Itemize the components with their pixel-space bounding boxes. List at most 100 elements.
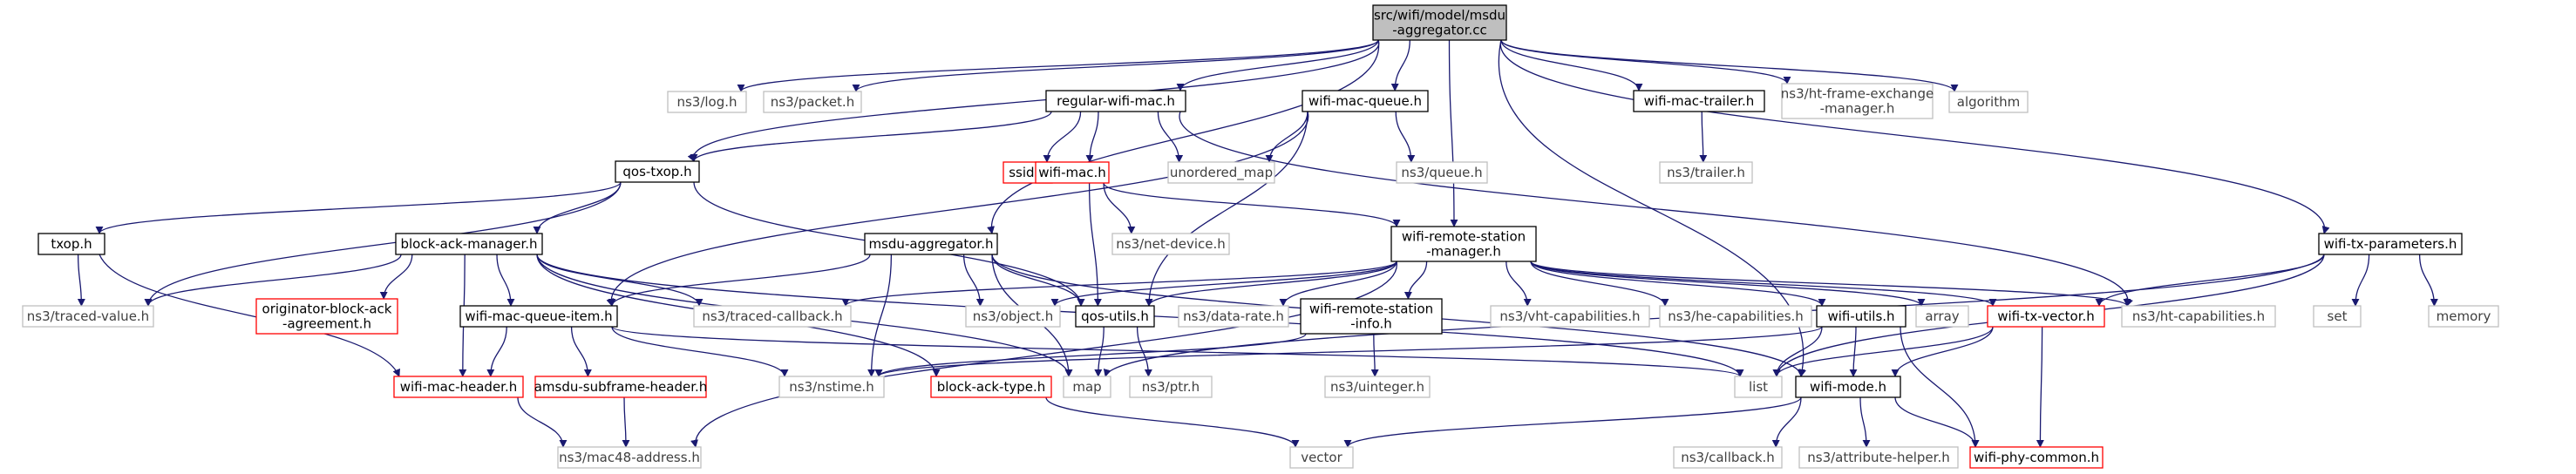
node-box: [1289, 446, 1354, 469]
node-layer: src/wifi/model/msdu-aggregator.cc ns3/log…: [22, 4, 2499, 469]
edge-wifi_utils-to-wifi_phy_common: [1900, 326, 1980, 448]
edge-wifi_mac_queue_item-to-list: [611, 326, 1744, 377]
node-wifi-remote-station-info[interactable]: wifi-remote-station-info.h: [1300, 298, 1443, 335]
node-box: [1111, 233, 1230, 255]
node-traced-callback: ns3/traced-callback.h: [693, 305, 852, 328]
node-regular-wifi-mac[interactable]: regular-wifi-mac.h: [1045, 90, 1186, 112]
node-label: ns3/traced-callback.h: [702, 308, 842, 324]
node-wifi-mac-queue[interactable]: wifi-mac-queue.h: [1302, 90, 1429, 112]
node-label: msdu-aggregator.h: [868, 236, 993, 252]
node-box: [1915, 305, 1969, 328]
node-box: [1178, 305, 1289, 328]
node-box: [1302, 90, 1429, 112]
node-box: [1063, 376, 1111, 398]
edge-root-to-wifi_tx_parameters: [1500, 39, 2330, 234]
node-amsdu-subframe-header: amsdu-subframe-header.h: [534, 376, 707, 398]
node-label: ns3/data-rate.h: [1183, 308, 1284, 324]
edge-wifi_mac_queue-to-queue: [1395, 111, 1416, 163]
edge-regular_wifi_mac-to-unordered_map: [1157, 111, 1184, 163]
edge-block_ack_type-to-vector: [1045, 396, 1300, 448]
edge-block_ack_manager-to-traced_value: [144, 254, 402, 307]
node-wifi-tx-vector: wifi-tx-vector.h: [1987, 305, 2105, 328]
edge-root-to-wifi_mac_queue: [1390, 39, 1410, 91]
edge-wifi_mac_header-to-mac48_address: [517, 396, 568, 448]
node-box: [930, 376, 1052, 398]
edge-layer: [77, 39, 2438, 448]
node-label: -manager.h: [1426, 244, 1501, 260]
node-label: memory: [2437, 308, 2491, 324]
node-mac48-address: ns3/mac48-address.h: [557, 446, 702, 469]
edge-msdu_aggregator-to-wifi_mac_queue_item: [608, 254, 871, 307]
node-wifi-mode[interactable]: wifi-mode.h: [1795, 376, 1901, 398]
node-memory: memory: [2428, 305, 2499, 328]
edge-wifi_mac_queue_item-to-amsdu_subframe_header: [570, 326, 592, 377]
node-ptr: ns3/ptr.h: [1129, 376, 1213, 398]
node-label: wifi-mac-trailer.h: [1644, 93, 1755, 109]
node-box: [22, 305, 154, 328]
edge-regular_wifi_mac-to-wifi_mac: [1085, 111, 1099, 163]
edge-wifi_mac_queue-to-qos_utils: [1145, 111, 1308, 307]
node-box: [1167, 161, 1275, 184]
node-wifi-phy-common: wifi-phy-common.h: [1969, 446, 2104, 469]
node-msdu-aggregator[interactable]: msdu-aggregator.h: [864, 233, 998, 255]
node-box: [1633, 90, 1765, 112]
node-label: wifi-mac-header.h: [400, 379, 518, 395]
node-label: ns3/ptr.h: [1142, 379, 1200, 395]
node-wifi-utils[interactable]: wifi-utils.h: [1816, 305, 1907, 328]
edge-wifi_remote_station_manager-to-wifi_utils: [1530, 261, 1826, 307]
edge-wifi_remote_station_manager-to-mac48_address: [690, 261, 1397, 448]
edge-root-to-msdu_aggregator: [987, 39, 1379, 234]
edge-block_ack_manager-to-originator: [379, 254, 413, 300]
node-label: vector: [1301, 450, 1342, 465]
edge-root-to-algorithm: [1500, 39, 1959, 92]
node-label: ns3/log.h: [676, 94, 737, 110]
edge-regular_wifi_mac-to-ssid: [1043, 111, 1082, 163]
node-box: [693, 305, 852, 328]
node-label: list: [1749, 379, 1768, 395]
edge-wifi_remote_station_manager-to-traced_callback: [841, 261, 1397, 307]
node-box: [37, 233, 105, 255]
node-queue: ns3/queue.h: [1396, 161, 1488, 184]
node-label: ns3/nstime.h: [789, 379, 873, 395]
node-qos-utils[interactable]: qos-utils.h: [1075, 305, 1155, 328]
edge-wifi_mac-to-net_device: [1103, 182, 1136, 234]
edge-qos_utils-to-ptr: [1136, 326, 1152, 377]
node-wifi-tx-parameters[interactable]: wifi-tx-parameters.h: [2318, 233, 2463, 255]
node-box: [615, 160, 700, 183]
node-nstime: ns3/nstime.h: [778, 376, 885, 398]
node-block-ack-manager[interactable]: block-ack-manager.h: [395, 233, 543, 255]
node-array: array: [1915, 305, 1969, 328]
node-box: [1816, 305, 1907, 328]
edge-wifi_remote_station_manager-to-vht_capabilities: [1505, 261, 1532, 307]
node-txop[interactable]: txop.h: [37, 233, 105, 255]
node-box: [1734, 376, 1783, 398]
node-box: [395, 233, 543, 255]
node-box: [1659, 161, 1753, 184]
node-label: ns3/uinteger.h: [1330, 379, 1424, 395]
node-uinteger: ns3/uinteger.h: [1324, 376, 1431, 398]
node-wifi-mac-queue-item[interactable]: wifi-mac-queue-item.h: [459, 305, 618, 328]
node-label: wifi-remote-station: [1309, 301, 1433, 317]
edge-wifi_remote_station_info-to-nstime: [874, 333, 1307, 377]
node-label: ns3/attribute-helper.h: [1807, 450, 1949, 465]
edge-root-to-qos_txop: [687, 39, 1379, 162]
node-list: list: [1734, 376, 1783, 398]
edge-msdu_aggregator-to-object: [962, 254, 984, 307]
node-trailer: ns3/trailer.h: [1659, 161, 1753, 184]
edge-wifi_remote_station_manager-to-array: [1530, 261, 1926, 307]
node-box: [1987, 305, 2105, 328]
node-wifi-remote-station-manager[interactable]: wifi-remote-station-manager.h: [1390, 226, 1537, 262]
node-root[interactable]: src/wifi/model/msdu-aggregator.cc: [1372, 4, 1507, 41]
node-unordered-map: unordered_map: [1167, 161, 1275, 184]
node-object: ns3/object.h: [965, 305, 1061, 328]
edge-wifi_remote_station_manager-to-object: [1050, 261, 1397, 307]
node-label: ns3/he-capabilities.h: [1668, 308, 1804, 324]
node-qos-txop[interactable]: qos-txop.h: [615, 160, 700, 183]
node-box: [255, 298, 398, 335]
node-algorithm: algorithm: [1948, 91, 2029, 113]
edge-wifi_tx_vector-to-wifi_mode: [1891, 326, 1994, 377]
edge-wifi_tx_vector-to-wifi_phy_common: [2036, 326, 2044, 448]
node-wifi-mac: wifi-mac.h: [1035, 161, 1110, 184]
node-label: ns3/net-device.h: [1116, 236, 1226, 252]
node-wifi-mac-trailer[interactable]: wifi-mac-trailer.h: [1633, 90, 1765, 112]
